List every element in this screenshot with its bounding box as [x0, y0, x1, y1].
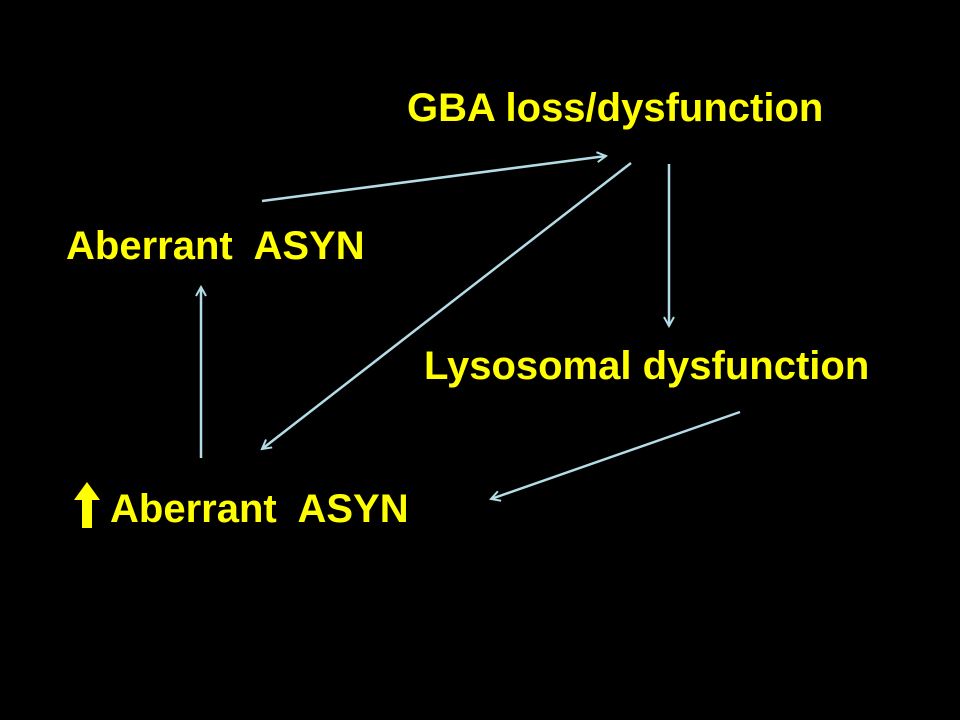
node-lysosomal-dysfunction: Lysosomal dysfunction — [424, 344, 870, 388]
arrow-lysosomal-to-increased-aberrant — [491, 410, 741, 499]
node-increased-aberrant-asyn: Aberrant ASYN — [110, 487, 409, 531]
node-aberrant-asyn: Aberrant ASYN — [66, 224, 365, 268]
node-gba-loss-dysfunction: GBA loss/dysfunction — [407, 86, 824, 130]
arrow-aberrant-to-gba — [261, 156, 606, 203]
arrow-gba-to-increased-aberrant — [262, 162, 632, 449]
up-arrow-icon — [74, 482, 100, 528]
